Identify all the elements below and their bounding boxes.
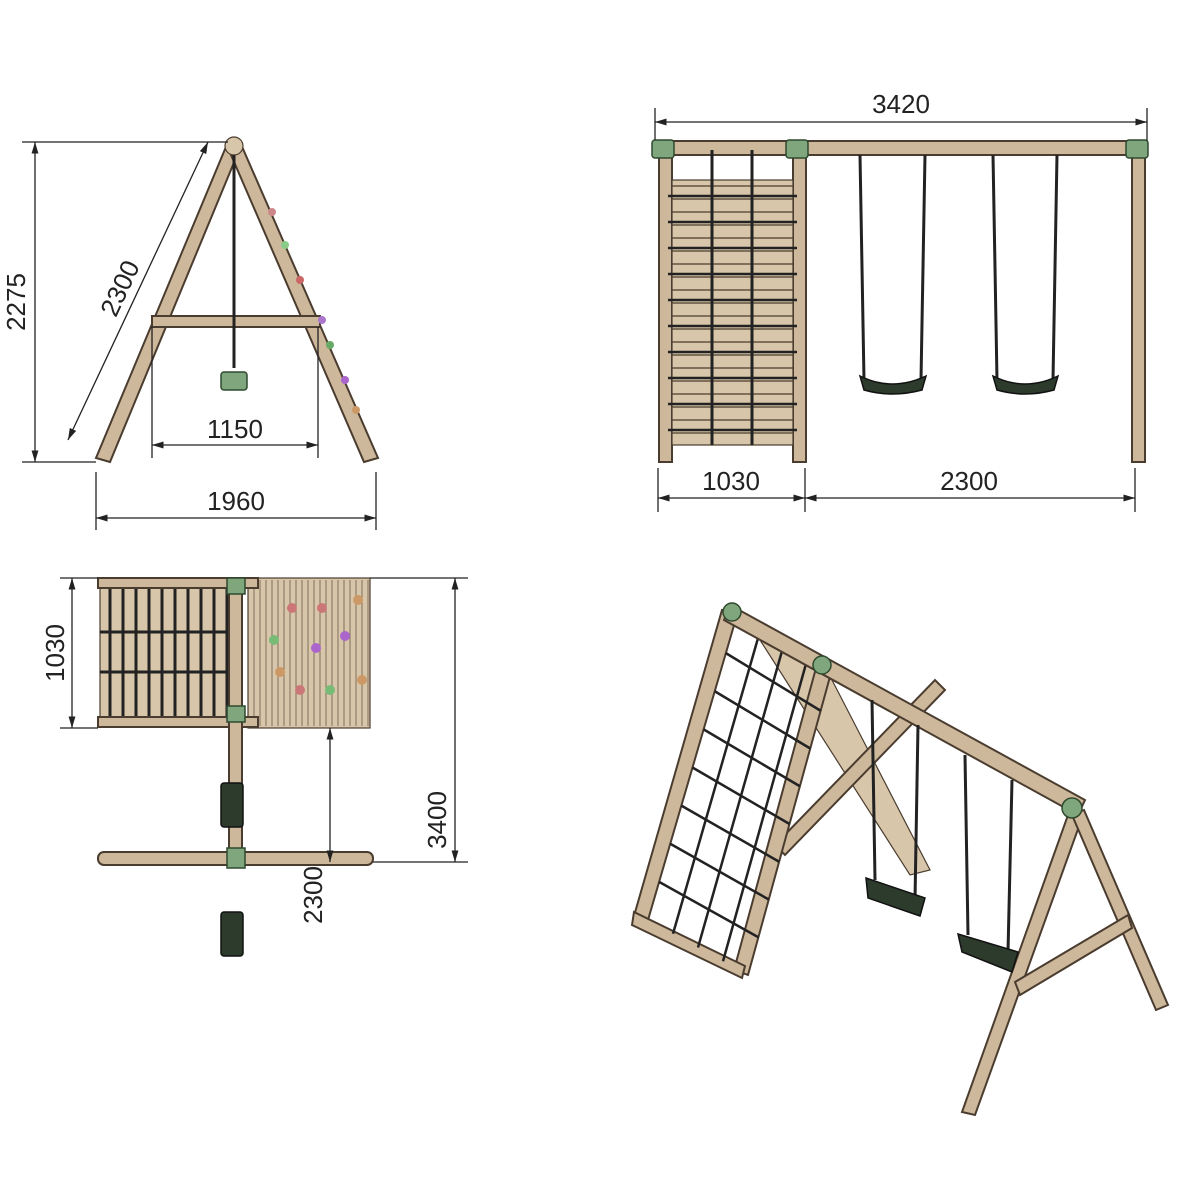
connector: [226, 577, 246, 595]
connector: [226, 705, 246, 723]
climbing-holds: [268, 208, 360, 414]
iso-leg-back: [1070, 808, 1170, 1012]
climbing-holds: [269, 595, 367, 695]
iso-swing-2: [956, 754, 1019, 974]
swing-seat-plan: [220, 782, 244, 828]
front-view: 3420 1030 2300: [651, 89, 1149, 512]
top-view: 1030 2300 3400: [40, 577, 468, 957]
net-rope: [696, 643, 786, 948]
connector: [1061, 797, 1083, 819]
connector: [812, 655, 832, 675]
swing-2: [991, 154, 1060, 395]
dimension-leg-length: 2300: [94, 256, 146, 321]
net-frame-bottom: [630, 910, 747, 980]
dimension-line-leg: [67, 141, 209, 441]
post-right: [1131, 149, 1146, 463]
dimension-swing-span: 2300: [940, 466, 998, 496]
bottom-rail: [97, 716, 259, 728]
dimension-base-width: 1960: [207, 486, 265, 516]
top-beam-end: [224, 136, 244, 156]
dimension-beam-to-frame: 2300: [298, 866, 328, 924]
dimension-inner-width: 1150: [207, 414, 263, 444]
dimension-total-depth: 3400: [422, 791, 452, 849]
top-rail: [97, 577, 259, 589]
connector: [226, 847, 246, 869]
net-rope: [721, 658, 809, 962]
cross-brace: [151, 315, 321, 328]
iso-cross-brace: [1013, 913, 1134, 997]
connector: [785, 139, 809, 159]
connector: [722, 602, 742, 622]
swing-seat-plan: [220, 911, 244, 957]
side-view: 2275 2300 1150 1960: [1, 136, 380, 530]
connector: [651, 139, 675, 159]
dimension-climber-depth: 1030: [40, 624, 70, 682]
dimension-climber-width: 1030: [702, 466, 760, 496]
dimension-total-length: 3420: [872, 89, 930, 119]
iso-top-beam: [722, 603, 1087, 817]
isometric-view: [630, 602, 1170, 1117]
iso-swing-1: [865, 699, 926, 917]
swing-seat: [220, 371, 248, 391]
connector: [1125, 139, 1149, 159]
dimension-height: 2275: [1, 273, 31, 331]
top-beam: [654, 140, 1148, 156]
net-rope: [671, 629, 762, 935]
swing-1: [858, 154, 928, 395]
climbing-wall: [668, 150, 797, 446]
